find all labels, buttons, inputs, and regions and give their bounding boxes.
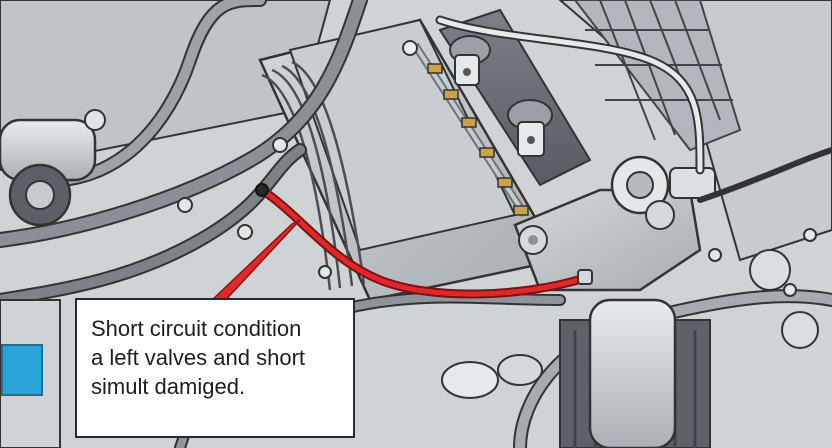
brass-fitting-3 <box>461 117 477 128</box>
brass-fitting-5 <box>497 177 513 188</box>
fuel-rail <box>402 40 529 218</box>
brass-fitting-6 <box>513 205 529 216</box>
brass-fitting-1 <box>427 63 443 74</box>
wire-connector-left <box>255 183 269 197</box>
coolant-reservoir <box>0 299 61 448</box>
callout-text: Short circuit condition a left valves an… <box>91 316 306 399</box>
hose-clamps <box>441 354 543 399</box>
wire-connector-right <box>577 269 593 285</box>
lower-right-pipes <box>559 249 819 448</box>
brass-fitting-2 <box>443 89 459 100</box>
throttle-body <box>513 155 716 292</box>
brass-fitting-4 <box>479 147 495 158</box>
left-pulley-assembly <box>0 109 106 227</box>
injector-valves <box>438 8 592 187</box>
bolts <box>177 137 817 297</box>
callout-box: Short circuit condition a left valves an… <box>75 298 355 438</box>
